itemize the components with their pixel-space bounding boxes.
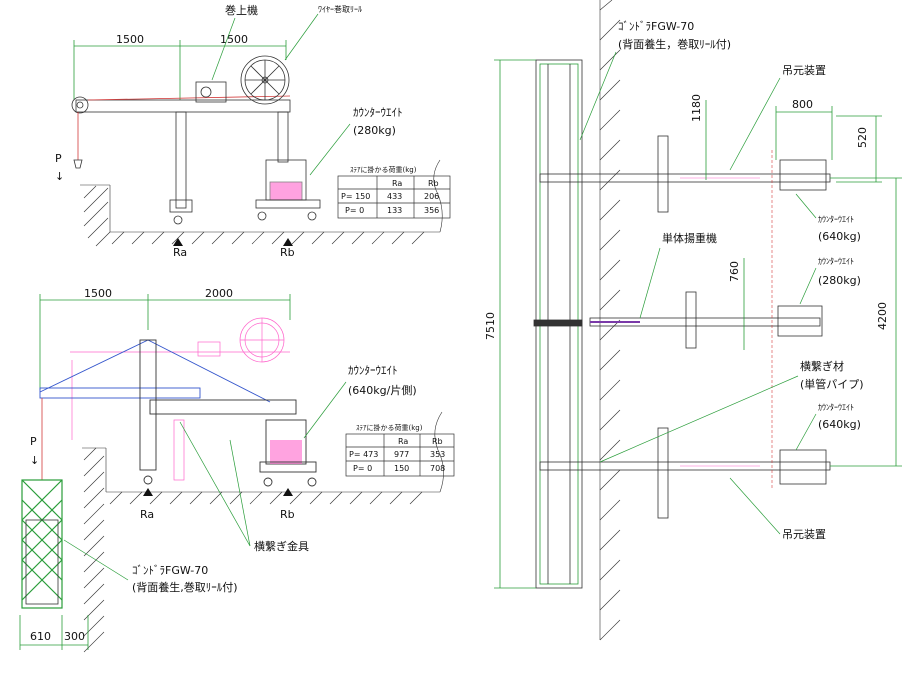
dimension-bottom-610	[19, 615, 89, 650]
label-cw-280: (280kg)	[353, 124, 396, 137]
label-cw-plan-3-value: (640kg)	[818, 418, 861, 431]
label-single-hoist: 単体揚重機	[662, 231, 717, 245]
dim-1500-right: 1500	[220, 33, 248, 46]
dimension-7510	[494, 59, 536, 589]
ghost-reel	[70, 317, 290, 481]
support-rb-bl-icon	[283, 488, 293, 496]
label-cw-plan-2-value: (280kg)	[818, 274, 861, 287]
label-cw-plan-2: ｶｳﾝﾀｰｳｴｲﾄ	[818, 257, 854, 266]
load-table-bottom	[345, 433, 455, 477]
label-gondola-plan: ｺﾞﾝﾄﾞﾗFGW-70	[618, 20, 694, 33]
table-bottom-row2-p: P= 0	[353, 464, 372, 473]
right-plan-view: 7510 800	[484, 0, 902, 641]
counterweights-plan	[777, 159, 827, 485]
label-ra: Ra	[173, 246, 187, 259]
dim-520: 520	[856, 127, 869, 148]
arrow-down-icon: ↓	[55, 170, 64, 183]
table-top-header-rb: Rb	[428, 179, 439, 188]
dimension-top-left	[73, 40, 287, 100]
label-counterweight: ｶｳﾝﾀｰｳｴｲﾄ	[353, 106, 403, 119]
dimension-bottom-left	[39, 294, 291, 390]
table-top-row1-ra: 433	[387, 192, 402, 201]
wire-reel-icon	[240, 55, 290, 105]
dim-7510: 7510	[484, 312, 497, 340]
table-top-header-ra: Ra	[392, 179, 402, 188]
table-bottom-title: ｽﾃｱに掛かる荷重(kg)	[356, 423, 423, 432]
table-top-row2-rb: 356	[424, 206, 439, 215]
support-ra-icon	[173, 238, 183, 246]
label-rb: Rb	[280, 246, 295, 259]
label-counterweight-bl: ｶｳﾝﾀｰｳｴｲﾄ	[348, 364, 398, 377]
table-bottom-header-rb: Rb	[432, 437, 443, 446]
label-suspension-top: 吊元装置	[782, 64, 826, 77]
label-p-bl: P	[30, 435, 37, 448]
counterweight-top-left	[255, 159, 321, 209]
dim-300: 300	[64, 630, 85, 643]
table-top-row2-p: P= 0	[345, 206, 364, 215]
label-tie-member: 横繋ぎ材	[800, 359, 844, 373]
table-bottom-row1-rb: 353	[430, 450, 445, 459]
label-gondola-bl: ｺﾞﾝﾄﾞﾗFGW-70	[132, 564, 208, 577]
label-cw-640-bl: (640kg/片側)	[348, 384, 417, 397]
dim-610: 610	[30, 630, 51, 643]
label-suspension-bottom: 吊元装置	[782, 528, 826, 541]
label-cw-plan-1: ｶｳﾝﾀｰｳｴｲﾄ	[818, 215, 854, 224]
load-table-top	[337, 175, 451, 219]
label-ra-bl: Ra	[140, 508, 154, 521]
arrow-down-icon: ↓	[30, 454, 39, 467]
table-top-row1-p: P= 150	[341, 192, 370, 201]
dim-1500-left: 1500	[116, 33, 144, 46]
dim-4200: 4200	[876, 302, 889, 330]
support-ra-bl-icon	[143, 488, 153, 496]
top-left-elevation: 1500 1500 巻上機 ﾜｲﾔｰ巻取ﾘｰﾙ	[55, 3, 451, 259]
support-beams	[539, 135, 831, 519]
label-tie-member-sub: (単管パイプ)	[800, 377, 864, 391]
table-bottom-row2-rb: 708	[430, 464, 445, 473]
bottom-left-elevation: 1500 2000	[19, 287, 455, 653]
table-bottom-row2-ra: 150	[394, 464, 409, 473]
wall-hatch	[599, 0, 621, 641]
label-gondola-sub-bl: (背面養生,巻取ﾘｰﾙ付)	[132, 580, 238, 594]
label-gondola-plan-sub: (背面養生，巻取ﾘｰﾙ付)	[618, 37, 731, 51]
label-cw-plan-3: ｶｳﾝﾀｰｳｴｲﾄ	[818, 403, 854, 412]
table-top-row1-rb: 206	[424, 192, 439, 201]
label-wire-reel: ﾜｲﾔｰ巻取ﾘｰﾙ	[318, 4, 362, 14]
table-top-row2-ra: 133	[387, 206, 402, 215]
dimension-right-plan	[705, 100, 902, 467]
gondola-plan	[533, 59, 583, 589]
label-winch: 巻上機	[225, 3, 258, 17]
table-top-title: ｽﾃｱに掛かる荷重(kg)	[350, 165, 417, 174]
dim-1180: 1180	[690, 94, 703, 122]
ground-hatch-bottom-left	[82, 411, 444, 653]
table-bottom-header-ra: Ra	[398, 437, 408, 446]
gondola-icon	[21, 479, 63, 609]
label-cw-plan-1-value: (640kg)	[818, 230, 861, 243]
table-bottom-row1-p: P= 473	[349, 450, 378, 459]
label-p: P	[55, 152, 62, 165]
hoist-beam	[71, 81, 317, 225]
dim-1500-bl: 1500	[84, 287, 112, 300]
support-rb-icon	[283, 238, 293, 246]
label-rb-bl: Rb	[280, 508, 295, 521]
crane-structure	[39, 339, 317, 487]
dim-800: 800	[792, 98, 813, 111]
ground-hatch-top-left	[80, 159, 443, 247]
label-tie-fitting: 横繋ぎ金具	[254, 539, 309, 553]
dim-2000-bl: 2000	[205, 287, 233, 300]
dim-760: 760	[728, 261, 741, 282]
table-bottom-row1-ra: 977	[394, 450, 409, 459]
